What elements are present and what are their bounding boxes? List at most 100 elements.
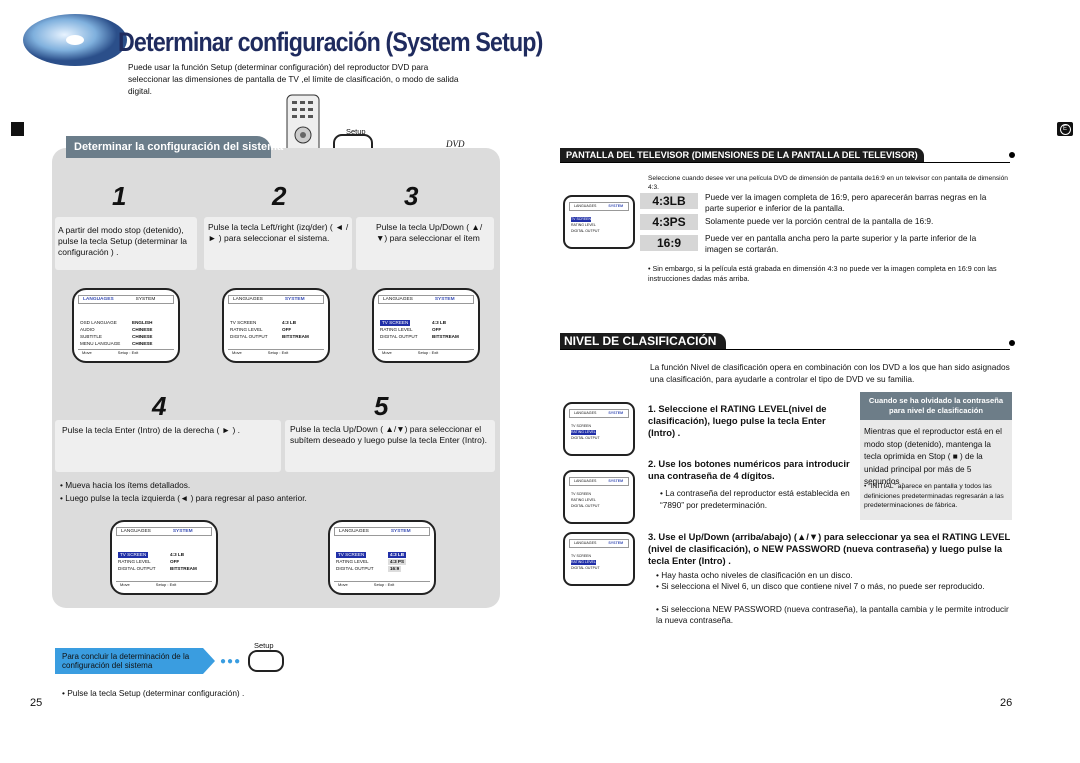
footer-exit: Setup : Exit [117,350,139,355]
section-dot [1009,152,1015,158]
mode-label-169: 16:9 [640,235,698,251]
menu-value: BITSTREAM [432,334,459,339]
rating-intro: La función Nivel de clasificación opera … [650,362,1010,384]
tab-languages: LANGUAGES [383,297,413,302]
tab-languages: LANGUAGES [574,204,597,208]
section-rule [560,162,1010,163]
forgot-password-title: Cuando se ha olvidado la contraseña para… [860,392,1012,420]
step-box-1 [55,217,197,270]
menu-option: 16:9 [388,566,402,572]
menu-row-selected: TV SCREEN [118,552,149,558]
section-dot [1009,340,1015,346]
tab-system: SYSTEM [284,297,305,302]
menu-value: BITSTREAM [170,566,197,571]
step-text-1: A partir del modo stop (detenido), pulse… [58,225,187,257]
menu-row: RATING LEVEL [118,559,151,564]
menu-value: 4:3 LB [170,552,185,557]
tab-system: SYSTEM [434,297,455,302]
menu-row: DIGITAL OUTPUT [571,436,600,440]
step-text-3: Pulse la tecla Up/Down ( ▲/▼) para selec… [376,222,483,243]
disc-icon [23,14,127,66]
step-box-4 [55,420,281,472]
conclude-text: Para concluir la determinación de la con… [62,652,190,670]
footer-move: Move [120,582,130,587]
menu-row: DIGITAL OUTPUT [230,334,268,339]
tab-languages: LANGUAGES [574,479,597,483]
menu-value: 4:3 LB [282,320,297,325]
bullet-item: • Luego pulse la tecla izquierda (◄ ) pa… [60,493,307,503]
menu-row: TV SCREEN [571,492,592,496]
menu-row: RATING LEVEL [571,223,596,227]
step-box-3 [356,217,494,270]
rating-step-2-note: • La contraseña del reproductor está est… [660,488,850,510]
footer-move: Move [232,350,242,355]
setup-label: Setup [254,641,274,650]
menu-option-selected: 4:3 LB [388,552,407,558]
step-text-2: Pulse la tecla Left/right (izq/der) ( ◄ … [208,222,349,243]
mode-desc: Solamente puede ver la porción central d… [705,216,934,226]
menu-row: MENU LANGUAGE [80,341,121,346]
menu-row: SUBTITLE [80,334,102,339]
footer-exit: Setup : Exit [155,582,177,587]
menu-row: DIGITAL OUTPUT [571,566,600,570]
footer-exit: Setup : Exit [417,350,439,355]
setup-button-icon [248,650,284,672]
menu-value: OFF [170,559,180,564]
menu-row: RATING LEVEL [336,559,369,564]
step-text-5: Pulse la tecla Up/Down ( ▲/▼) para selec… [290,424,488,445]
menu-row: DIGITAL OUTPUT [571,229,600,233]
step-number-1: 1 [112,181,127,211]
rating-bullet: • Hay hasta ocho niveles de clasificació… [656,570,853,580]
menu-value: OFF [282,327,292,332]
menu-value: 4:3 LB [432,320,447,325]
menu-row: RATING LEVEL [230,327,263,332]
menu-row-selected: TV SCREEN [380,320,411,326]
footer-move: Move [338,582,348,587]
menu-row: TV SCREEN [571,424,592,428]
section-title-tv-screen: PANTALLA DEL TELEVISOR (DIMENSIONES DE L… [560,148,924,162]
tab-languages: LANGUAGES [574,411,597,415]
menu-row: RATING LEVEL [571,498,596,502]
tab-system: SYSTEM [608,204,624,208]
conclude-callout-shape [55,648,215,674]
section-title-rating: NIVEL DE CLASIFICACIÓN [560,333,727,349]
tv-screen-2: LANGUAGES SYSTEM TV SCREEN RATING LEVEL D… [222,288,330,363]
intro-text: Puede usar la función Setup (determinar … [128,62,459,96]
menu-value: BITSTREAM [282,334,309,339]
mode-desc: Puede ver en pantalla ancha pero la part… [705,233,977,254]
step-number-2: 2 [272,181,287,211]
forgot-password-box [860,420,1012,520]
mode-desc: Puede ver la imagen completa de 16:9, pe… [705,192,987,213]
menu-row: TV SCREEN [230,320,257,325]
tab-system: SYSTEM [608,541,624,545]
menu-row: DIGITAL OUTPUT [118,566,156,571]
menu-row-selected: RATING LEVEL [571,430,596,435]
menu-row: AUDIO [80,327,95,332]
menu-value: ENGLISH [132,320,153,325]
tab-languages: LANGUAGES [83,297,114,302]
tv-screen-note: • Sin embargo, si la película está graba… [648,264,997,283]
forgot-password-text: Mientras que el reproductor está en el m… [864,427,1002,486]
menu-row: DIGITAL OUTPUT [571,504,600,508]
menu-value: CHINESE [132,341,153,346]
menu-row: OSD LANGUAGE [80,320,117,325]
page-number-left: 25 [30,697,43,709]
step-box-5 [285,420,495,472]
tab-languages: LANGUAGES [574,541,597,545]
step-number-4: 4 [152,391,167,421]
menu-row: DIGITAL OUTPUT [336,566,374,571]
tab-languages: LANGUAGES [233,297,263,302]
mode-label-43ps: 4:3PS [640,214,698,230]
panel-title: Determinar la configuración del sistema [66,136,283,158]
rating-step-1: 1. Seleccione el RATING LEVEL(nivel de c… [648,403,827,438]
menu-value: CHINESE [132,334,153,339]
rating-bullet: • Si selecciona NEW PASSWORD (nueva cont… [656,604,1009,625]
menu-row: DIGITAL OUTPUT [380,334,418,339]
step-text-4: Pulse la tecla Enter (Intro) de la derec… [62,425,241,435]
